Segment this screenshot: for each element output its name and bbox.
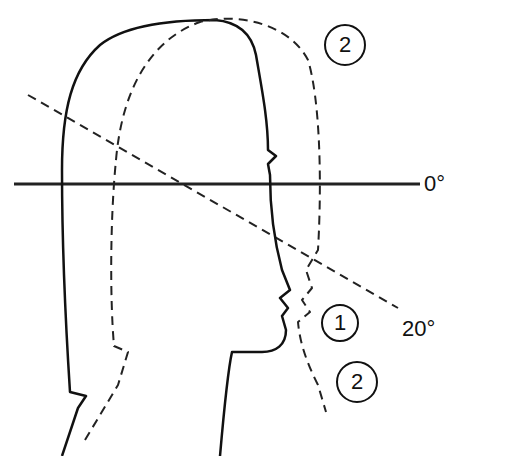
head-profile bbox=[62, 20, 290, 456]
tilted-head-profile bbox=[85, 19, 326, 440]
callout-circle: 1 bbox=[321, 304, 359, 342]
angle-label: 20° bbox=[402, 318, 435, 340]
angle-label: 0° bbox=[424, 173, 445, 195]
callout-number: 2 bbox=[351, 371, 363, 393]
callout-number: 2 bbox=[339, 34, 351, 56]
callout-circle: 2 bbox=[336, 361, 378, 403]
horizontal-line bbox=[14, 183, 420, 186]
callout-circle: 2 bbox=[324, 24, 366, 66]
callout-number: 1 bbox=[334, 312, 346, 334]
tilt-line bbox=[28, 95, 398, 308]
